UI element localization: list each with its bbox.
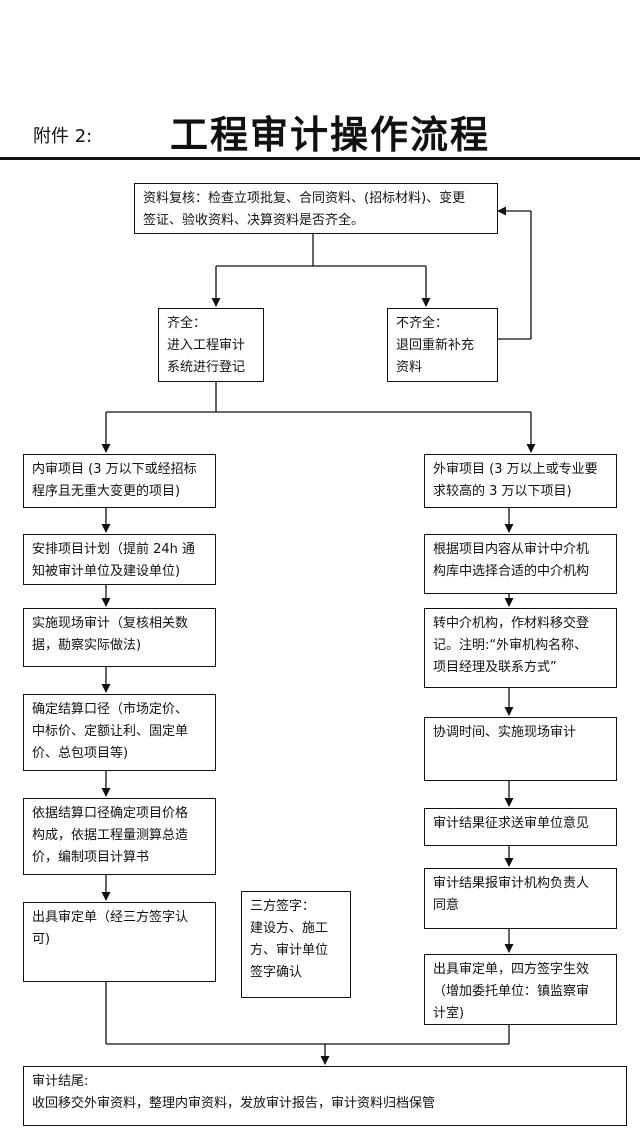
external-transfer-box: 转中介机构，作材料移交登 记。注明:“外审机构名称、 项目经理及联系方式”: [424, 608, 617, 688]
internal-compose-box: 依据结算口径确定项目价格 构成，依据工程量测算总造 价，编制项目计算书: [23, 798, 216, 875]
external-project-box: 外审项目 (3 万以上或专业要 求较高的 3 万以下项目): [424, 454, 617, 508]
three-party-sign-text: 三方签字： 建设方、施工 方、审计单位 签字确认: [250, 899, 329, 980]
three-party-sign-box: 三方签字： 建设方、施工 方、审计单位 签字确认: [241, 891, 351, 998]
incomplete-box: 不齐全： 退回重新补充 资料: [387, 308, 498, 382]
internal-caliber-text: 确定结算口径（市场定价、 中标价、定额让利、固定单 价、总包项目等): [32, 702, 189, 761]
external-select-box: 根据项目内容从审计中介机 构库中选择合适的中介机构: [424, 534, 617, 594]
attachment-label: 附件 2:: [33, 126, 93, 147]
internal-issue-text: 出具审定单（经三方签字认 可): [32, 910, 189, 947]
review-materials-text: 资料复核：检查立项批复、合同资料、(招标材料)、变更 签证、验收资料、决算资料是…: [143, 191, 466, 228]
complete-box: 齐全： 进入工程审计 系统进行登记: [158, 308, 264, 382]
internal-compose-text: 依据结算口径确定项目价格 构成，依据工程量测算总造 价，编制项目计算书: [32, 806, 189, 865]
internal-project-text: 内审项目 (3 万以下或经招标 程序且无重大变更的项目): [32, 462, 197, 499]
internal-onsite-text: 实施现场审计（复核相关数 据，勘察实际做法): [32, 616, 189, 653]
external-transfer-text: 转中介机构，作材料移交登 记。注明:“外审机构名称、 项目经理及联系方式”: [433, 616, 590, 675]
external-issue-box: 出具审定单，四方签字生效 （增加委托单位：镇监察审 计室): [424, 954, 617, 1025]
external-feedback-text: 审计结果征求送审单位意见: [433, 816, 590, 831]
internal-onsite-box: 实施现场审计（复核相关数 据，勘察实际做法): [23, 608, 216, 667]
external-select-text: 根据项目内容从审计中介机 构库中选择合适的中介机构: [433, 542, 590, 579]
external-report-box: 审计结果报审计机构负责人 同意: [424, 868, 617, 929]
complete-text: 齐全： 进入工程审计 系统进行登记: [167, 316, 246, 375]
audit-closing-box: 审计结尾: 收回移交外审资料，整理内审资料，发放审计报告，审计资料归档保管: [23, 1066, 627, 1126]
internal-caliber-box: 确定结算口径（市场定价、 中标价、定额让利、固定单 价、总包项目等): [23, 694, 216, 771]
page-title: 工程审计操作流程: [170, 113, 491, 157]
internal-plan-box: 安排项目计划（提前 24h 通 知被审计单位及建设单位): [23, 534, 216, 585]
internal-issue-box: 出具审定单（经三方签字认 可): [23, 902, 216, 982]
external-coordinate-box: 协调时间、实施现场审计: [424, 717, 617, 781]
audit-closing-text: 审计结尾: 收回移交外审资料，整理内审资料，发放审计报告，审计资料归档保管: [32, 1074, 436, 1111]
review-materials-box: 资料复核：检查立项批复、合同资料、(招标材料)、变更 签证、验收资料、决算资料是…: [134, 183, 498, 234]
external-project-text: 外审项目 (3 万以上或专业要 求较高的 3 万以下项目): [433, 462, 598, 499]
external-feedback-box: 审计结果征求送审单位意见: [424, 808, 617, 846]
title-divider: [0, 157, 640, 160]
internal-plan-text: 安排项目计划（提前 24h 通 知被审计单位及建设单位): [32, 542, 196, 579]
external-issue-text: 出具审定单，四方签字生效 （增加委托单位：镇监察审 计室): [433, 962, 590, 1021]
internal-project-box: 内审项目 (3 万以下或经招标 程序且无重大变更的项目): [23, 454, 216, 508]
external-coordinate-text: 协调时间、实施现场审计: [433, 725, 577, 740]
incomplete-text: 不齐全： 退回重新补充 资料: [396, 316, 475, 375]
external-report-text: 审计结果报审计机构负责人 同意: [433, 876, 590, 913]
